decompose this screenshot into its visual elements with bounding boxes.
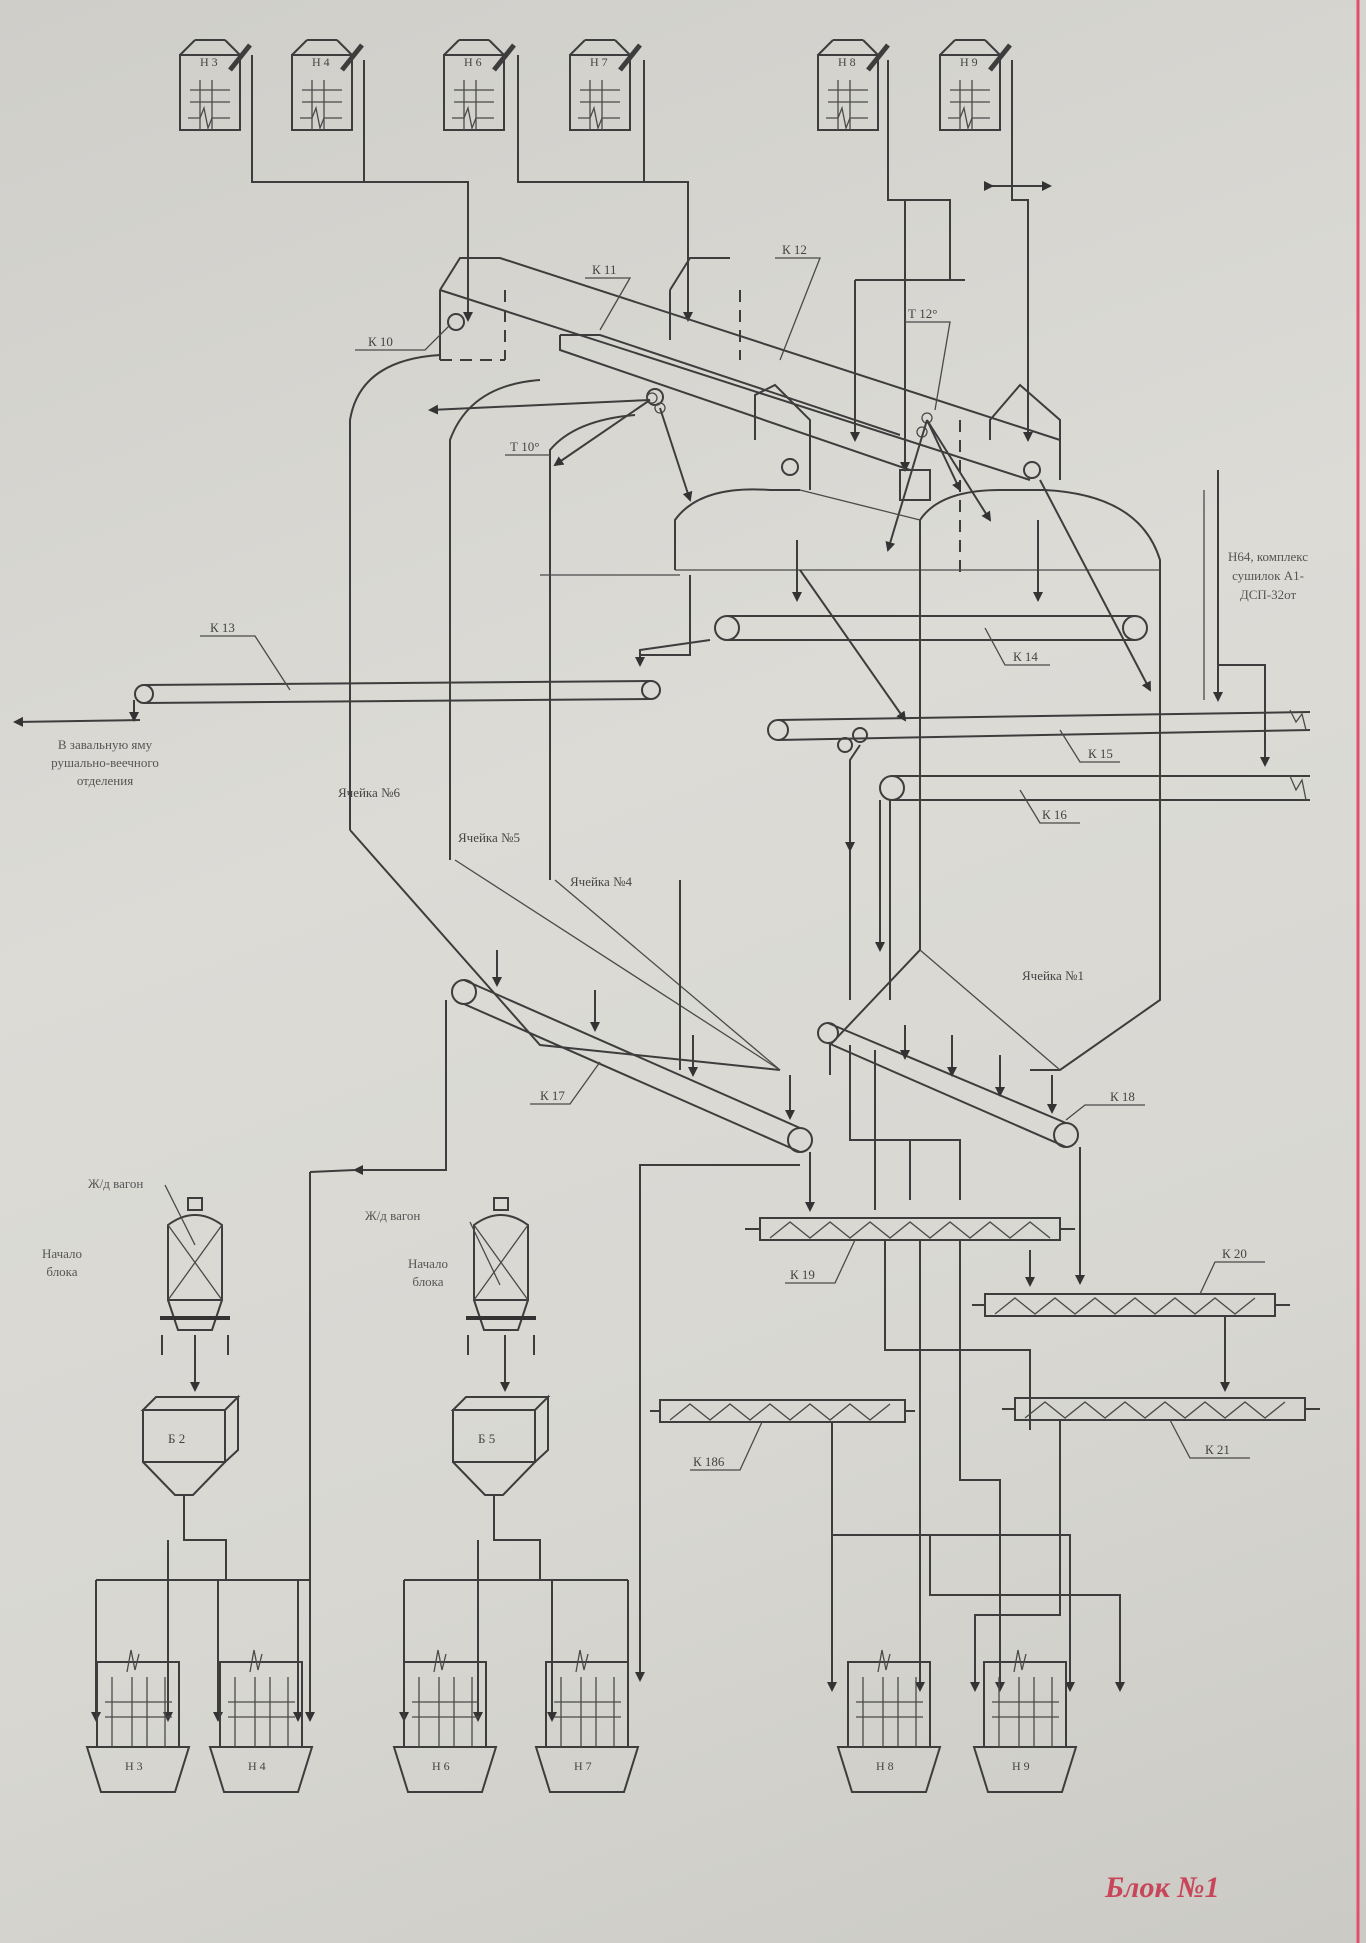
top-hopper-h7: Н 7: [570, 40, 640, 130]
label-k11: К 11: [592, 262, 616, 277]
svg-text:рушально-веечного: рушально-веечного: [51, 755, 159, 770]
label-k186: К 186: [693, 1454, 725, 1469]
svg-text:Н64, комплекс: Н64, комплекс: [1228, 549, 1308, 564]
silo-cells: [349, 354, 1161, 1075]
svg-text:Н 8: Н 8: [838, 55, 856, 69]
screw-conveyor-k20: [972, 1293, 1290, 1392]
conveyor-k13: [13, 575, 691, 727]
label-k15: К 15: [1088, 746, 1113, 761]
label-cell-1: Ячейка №1: [1022, 968, 1084, 983]
bottom-hopper-h8: Н 8: [837, 1649, 941, 1793]
label-k12: К 12: [782, 242, 807, 257]
bin-b2: Б 2: [91, 1169, 356, 1722]
svg-text:блока: блока: [412, 1274, 443, 1289]
svg-text:Н 9: Н 9: [960, 55, 978, 69]
svg-text:Начало: Начало: [42, 1246, 82, 1261]
label-k18: К 18: [1110, 1089, 1135, 1104]
label-wagon-2: Ж/д вагон: [365, 1208, 420, 1223]
label-k21: К 21: [1205, 1442, 1230, 1457]
note-start-2: Начало блока: [408, 1256, 448, 1289]
conveyor-k17: [353, 950, 815, 1212]
label-k17: К 17: [540, 1088, 565, 1103]
label-k16: К 16: [1042, 807, 1067, 822]
label-k10: К 10: [368, 334, 393, 349]
feed-lines: [251, 55, 1052, 472]
bottom-hopper-h7: Н 7: [535, 1649, 639, 1793]
svg-text:Б 5: Б 5: [478, 1431, 495, 1446]
conveyor-k18: [635, 1022, 1085, 1682]
svg-text:Н 6: Н 6: [464, 55, 482, 69]
note-pit: В завальную яму рушально-веечного отделе…: [51, 737, 159, 788]
svg-text:В завальную яму: В завальную яму: [58, 737, 153, 752]
top-hopper-h8: Н 8: [818, 40, 888, 130]
svg-text:ДСП-32от: ДСП-32от: [1240, 587, 1297, 602]
bottom-hopper-h9: Н 9: [973, 1649, 1077, 1793]
svg-text:Н 7: Н 7: [590, 55, 608, 69]
screw-conveyor-k21: [970, 1397, 1320, 1692]
top-hopper-h9: Н 9: [940, 40, 1010, 130]
svg-text:Н 3: Н 3: [200, 55, 218, 69]
note-dryer: Н64, комплекс сушилок А1- ДСП-32от: [1228, 549, 1308, 602]
top-hopper-h6: Н 6: [444, 40, 514, 130]
svg-text:Н 6: Н 6: [432, 1759, 450, 1773]
screw-conveyor-k186: [650, 1399, 1125, 1692]
label-cell-4: Ячейка №4: [570, 874, 632, 889]
label-t12: Т 12°: [908, 306, 937, 321]
svg-text:Начало: Начало: [408, 1256, 448, 1271]
sheet-title: Блок №1: [1104, 1871, 1220, 1904]
label-k13: К 13: [210, 620, 235, 635]
conveyor-k16: [845, 470, 1310, 1000]
svg-text:блока: блока: [46, 1264, 77, 1279]
label-k19: К 19: [790, 1267, 815, 1282]
svg-text:Б 2: Б 2: [168, 1431, 185, 1446]
bottom-hopper-h4: Н 4: [209, 1649, 313, 1793]
bin-b5: Б 5: [399, 1394, 629, 1722]
svg-text:Н 4: Н 4: [312, 55, 330, 69]
label-k14: К 14: [1013, 649, 1038, 664]
svg-text:сушилок А1-: сушилок А1-: [1232, 568, 1304, 583]
top-hopper-h3: Н 3: [180, 40, 250, 130]
svg-text:Н 4: Н 4: [248, 1759, 266, 1773]
silo-gallery: [428, 257, 1061, 580]
label-k20: К 20: [1222, 1246, 1247, 1261]
svg-text:Н 3: Н 3: [125, 1759, 143, 1773]
bottom-hopper-h3: Н 3: [86, 1649, 190, 1793]
label-t10: Т 10°: [510, 439, 539, 454]
svg-text:Н 7: Н 7: [574, 1759, 592, 1773]
conveyor-k15: [767, 479, 1311, 753]
note-start-1: Начало блока: [42, 1246, 82, 1279]
label-cell-6: Ячейка №6: [338, 785, 400, 800]
label-cell-5: Ячейка №5: [458, 830, 520, 845]
svg-text:Н 9: Н 9: [1012, 1759, 1030, 1773]
equipment-labels: К 10 К 11 К 12 Т 12° Т 10° К 13 К 14 К 1…: [164, 242, 1265, 1471]
top-hopper-h4: Н 4: [292, 40, 362, 130]
rail-wagon-1: [160, 1197, 230, 1392]
screw-conveyor-k19: [745, 1217, 1075, 1692]
rail-wagon-2: [466, 1197, 536, 1392]
bottom-hopper-h6: Н 6: [393, 1649, 497, 1793]
conveyor-k14: [635, 520, 1148, 667]
svg-text:Н 8: Н 8: [876, 1759, 894, 1773]
svg-text:отделения: отделения: [77, 773, 133, 788]
label-wagon-1: Ж/д вагон: [88, 1176, 143, 1191]
